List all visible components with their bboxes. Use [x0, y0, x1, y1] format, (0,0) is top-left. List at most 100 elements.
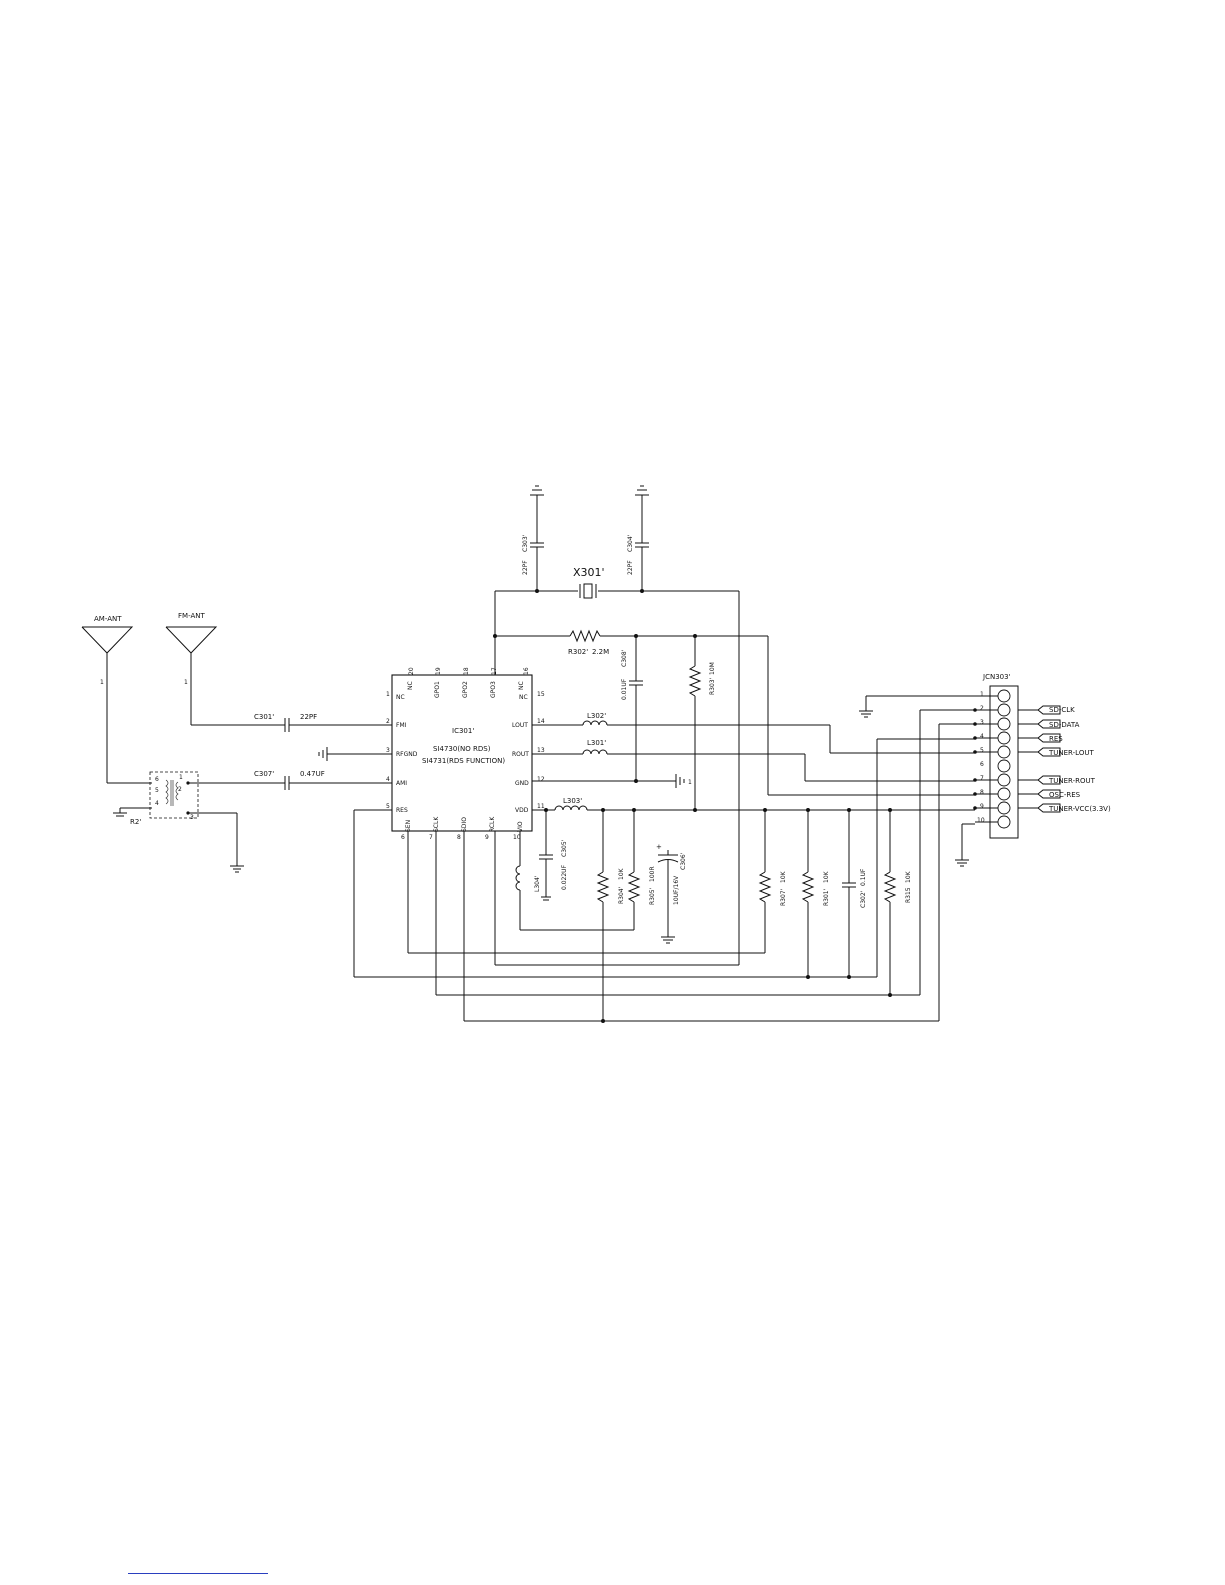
r307-value: 10K [780, 870, 787, 883]
c306-label: C306' [680, 852, 687, 870]
am-antenna: AM-ANT 1 [81, 615, 134, 783]
ic-pin9-name: RCLK [489, 816, 496, 832]
ic-pin11-name: VDD [515, 807, 529, 814]
ic-pin7-num: 7 [429, 834, 433, 841]
signal-tuner-lout: TUNER-LOUT [1048, 749, 1094, 757]
ic-pin16-name: NC [518, 681, 525, 690]
transformer-pin-5: 5 [155, 787, 159, 794]
signal-tuner-rout: TUNER-ROUT [1048, 777, 1096, 785]
ic-pin19-num: 19 [435, 667, 442, 675]
ic-pin15-num: 15 [537, 691, 545, 698]
r307-label: R307' [780, 888, 787, 906]
l304-inductor: L304' [515, 831, 634, 931]
ic-pin12-name: GND [515, 780, 529, 787]
ic301-chip: IC301' SI4730(NO RDS) SI4731(RDS FUNCTIO… [386, 667, 545, 841]
r304-resistor: R304' 10K [596, 810, 625, 1021]
l304-label: L304' [534, 875, 541, 892]
ic-pin2-num: 2 [386, 718, 390, 725]
ic-pin15-name: NC [519, 694, 528, 701]
ic-pin3-num: 3 [386, 747, 390, 754]
ic-pin2-name: FMI [396, 722, 407, 729]
ic-pin20-name: NC [407, 681, 414, 690]
r303-resistor: R303' 10M [688, 636, 716, 810]
signal-sd-data: SD-DATA [1049, 721, 1080, 729]
connector-pin-6: 6 [980, 761, 984, 768]
ic-pin3-name: RFGND [396, 751, 418, 758]
connector-pin-5: 5 [980, 747, 984, 754]
fm-antenna: FM-ANT 1 [165, 612, 285, 726]
l301-inductor: L301' [532, 739, 805, 755]
ic-pin17-name: GPO3 [490, 681, 497, 698]
ic-part-1: SI4730(NO RDS) [433, 745, 491, 753]
ic-pin4-name: AMI [396, 780, 407, 787]
ic-pin10-num: 10 [513, 834, 521, 841]
r301-resistor: R301' 10K [801, 810, 830, 977]
x301-crystal: X301' [573, 566, 605, 599]
c303-capacitor: 22PF C303' [522, 485, 544, 591]
ic-pin5-num: 5 [386, 803, 390, 810]
c307-capacitor: C307' 0.47UF [254, 770, 392, 790]
r304-label: R304' [618, 886, 625, 904]
r301-value: 10K [823, 870, 830, 883]
r304-value: 10K [618, 867, 625, 880]
ic-pin10-name: VIO [517, 821, 524, 832]
connector-pin-10: 10 [977, 817, 985, 824]
transformer-pin-3: 3 [190, 814, 194, 821]
ic-pin18-name: GPO2 [462, 681, 469, 698]
c305-value: 0.022UF [561, 864, 568, 890]
c304-capacitor: 22PF C304' [627, 485, 649, 591]
transformer-pin-1: 1 [179, 774, 183, 781]
c305-label: C305' [561, 839, 568, 857]
ic-pin1-name: NC [396, 694, 405, 701]
r302-value: 2.2M [592, 648, 609, 656]
c302-label: C302' [860, 890, 867, 908]
c304-value: 22PF [627, 560, 634, 575]
ic-pin18-num: 18 [463, 667, 470, 675]
ic-pin1-num: 1 [386, 691, 390, 698]
c302-capacitor: C302' 0.1UF [842, 810, 867, 977]
signal-tuner-vcc: TUNER-VCC(3.3V) [1048, 805, 1111, 813]
ic-pin9-num: 9 [485, 834, 489, 841]
ic-pin16-num: 16 [523, 667, 530, 675]
c308-label: C308' [621, 649, 628, 667]
c301-capacitor: C301' 22PF [254, 713, 392, 732]
c303-label: C303' [522, 534, 529, 552]
c304-label: C304' [627, 534, 634, 552]
connector-pin-1: 1 [980, 691, 984, 698]
c307-label: C307' [254, 770, 274, 778]
am-antenna-pin: 1 [100, 679, 104, 686]
ic-pin14-num: 14 [537, 718, 545, 725]
ic-pin8-num: 8 [457, 834, 461, 841]
fm-antenna-pin: 1 [184, 679, 188, 686]
signal-sd-clk: SD-CLK [1049, 706, 1075, 714]
c308-capacitor: 0.01UF C308' [621, 636, 643, 781]
ic-pin13-name: ROUT [512, 751, 529, 758]
r307-resistor: R307' 10K [758, 810, 787, 953]
r305-label: R305' [649, 887, 656, 905]
signal-flags: SD-CLK SD-DATA RES TUNER-LOUT TUNER-ROUT… [1018, 705, 1111, 813]
ic-pin12-num: 12 [537, 776, 545, 783]
r303-label: R303' [709, 677, 716, 695]
r315-resistor: R315 10K [883, 810, 912, 995]
transformer-pin-2: 2 [178, 786, 182, 793]
signal-res: RES [1049, 735, 1063, 743]
connector-pin-7: 7 [980, 775, 984, 782]
c301-value: 22PF [300, 713, 317, 721]
ic-ref: IC301' [452, 727, 474, 735]
ic-pin13-num: 13 [537, 747, 545, 754]
r2-label: R2' [130, 818, 141, 826]
c306-value: 10UF/16V [673, 875, 680, 905]
am-antenna-label: AM-ANT [94, 615, 122, 623]
footer-link-underline [128, 1573, 268, 1574]
ic-pin19-name: GPO1 [434, 681, 441, 698]
transformer-pin-6: 6 [155, 776, 159, 783]
signal-osc-res: OSC-RES [1049, 791, 1081, 799]
ic-pin11-num: 11 [537, 803, 545, 810]
ic-pin6-name: SEN [405, 820, 412, 832]
ic-pin8-name: SDIO [461, 817, 468, 832]
gnd-pin-label: 1 [688, 779, 692, 786]
r301-label: R301' [823, 888, 830, 906]
ic-pin14-name: LOUT [512, 722, 528, 729]
c302-value: 0.1UF [860, 868, 867, 886]
